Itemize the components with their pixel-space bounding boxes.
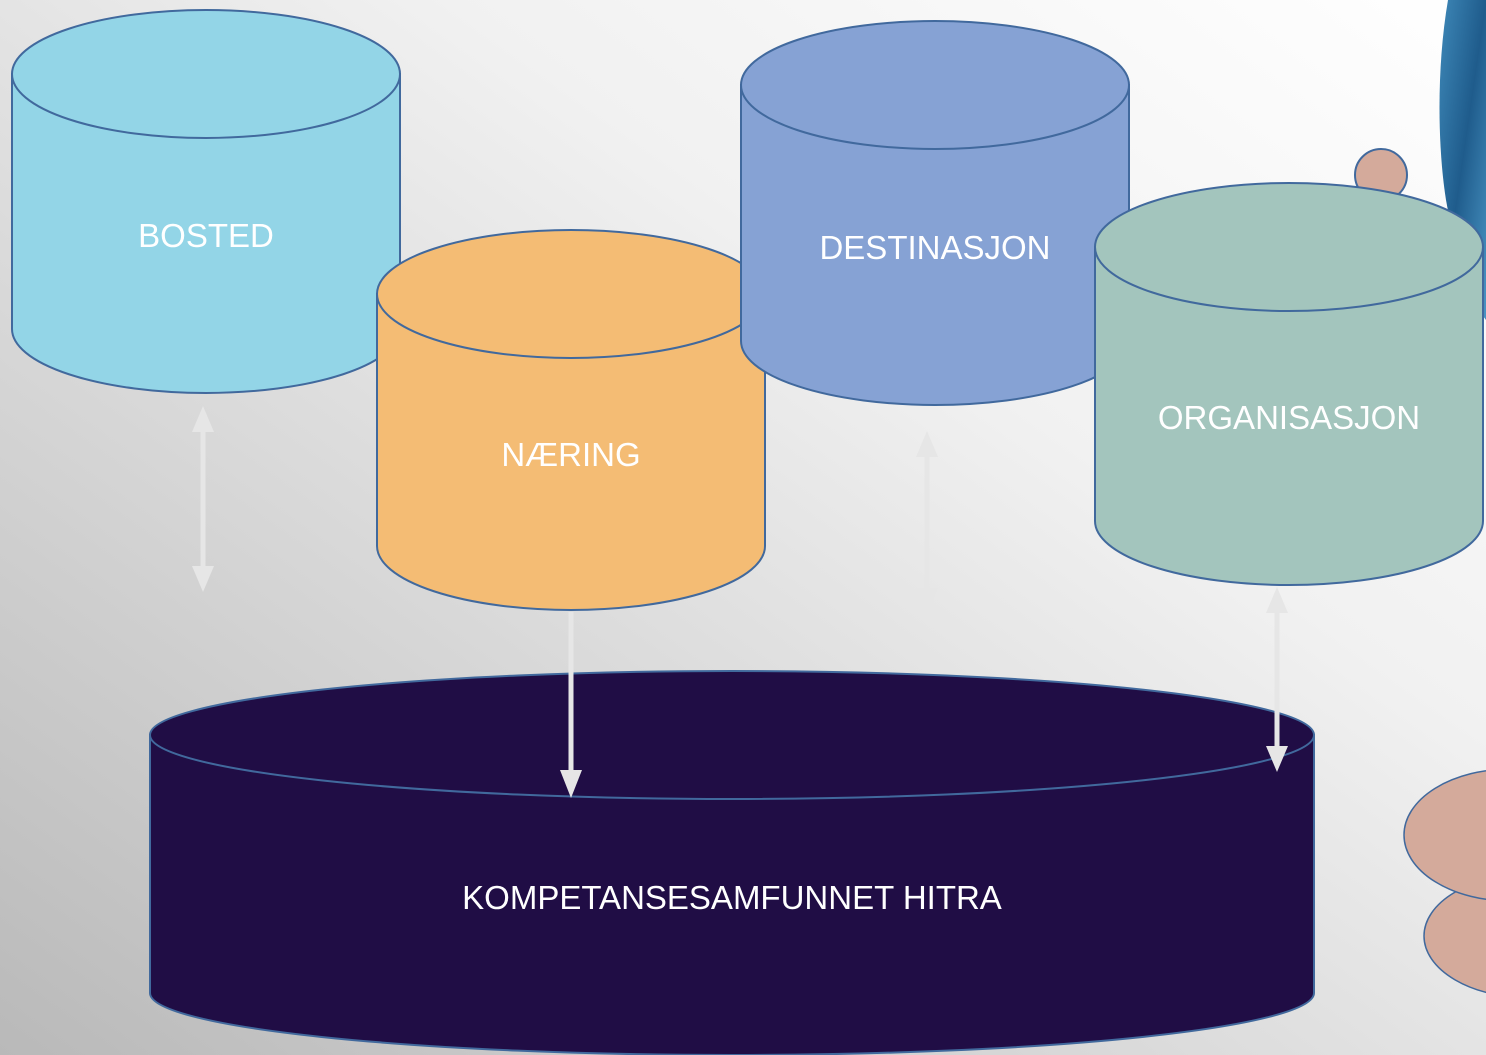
decorative-peach-ellipse-bottom	[1423, 878, 1486, 994]
cylinder-naering-body	[376, 293, 766, 611]
cylinder-bosted-top	[11, 9, 401, 139]
arrow-bosted-base-head-up	[192, 406, 214, 432]
arrow-destinasjon-base-head-down	[916, 588, 938, 614]
cylinder-naering: NÆRING	[376, 229, 766, 611]
arrow-naering-base-head-down	[560, 770, 582, 798]
cylinder-destinasjon: DESTINASJON	[740, 20, 1130, 406]
arrow-naering-base	[560, 612, 582, 798]
cylinder-destinasjon-top	[740, 20, 1130, 150]
cylinder-organisasjon-body	[1094, 246, 1484, 586]
cylinder-base-label: KOMPETANSESAMFUNNET HITRA	[462, 879, 1002, 916]
cylinder-base: KOMPETANSESAMFUNNET HITRA	[149, 670, 1315, 1055]
arrow-bosted-base	[192, 406, 214, 592]
arrow-bosted-base-head-down	[192, 566, 214, 592]
arrow-destinasjon-base-head-up	[916, 431, 938, 457]
cylinder-bosted-label: BOSTED	[138, 217, 274, 254]
cylinder-bosted: BOSTED	[11, 9, 401, 394]
cylinder-destinasjon-label: DESTINASJON	[819, 229, 1050, 266]
decorative-peach-ellipse-top	[1403, 769, 1486, 901]
cylinder-organisasjon-top	[1094, 182, 1484, 312]
cylinder-organisasjon-label: ORGANISASJON	[1158, 399, 1420, 436]
arrow-destinasjon-base	[916, 431, 938, 614]
cylinder-organisasjon: ORGANISASJON	[1094, 182, 1484, 586]
arrow-organisasjon-base	[1266, 587, 1288, 772]
cylinder-naering-label: NÆRING	[501, 436, 640, 473]
cylinder-naering-top	[376, 229, 766, 359]
arrow-organisasjon-base-head-down	[1266, 746, 1288, 772]
arrow-organisasjon-base-head-up	[1266, 587, 1288, 613]
cylinder-base-top	[149, 670, 1315, 800]
